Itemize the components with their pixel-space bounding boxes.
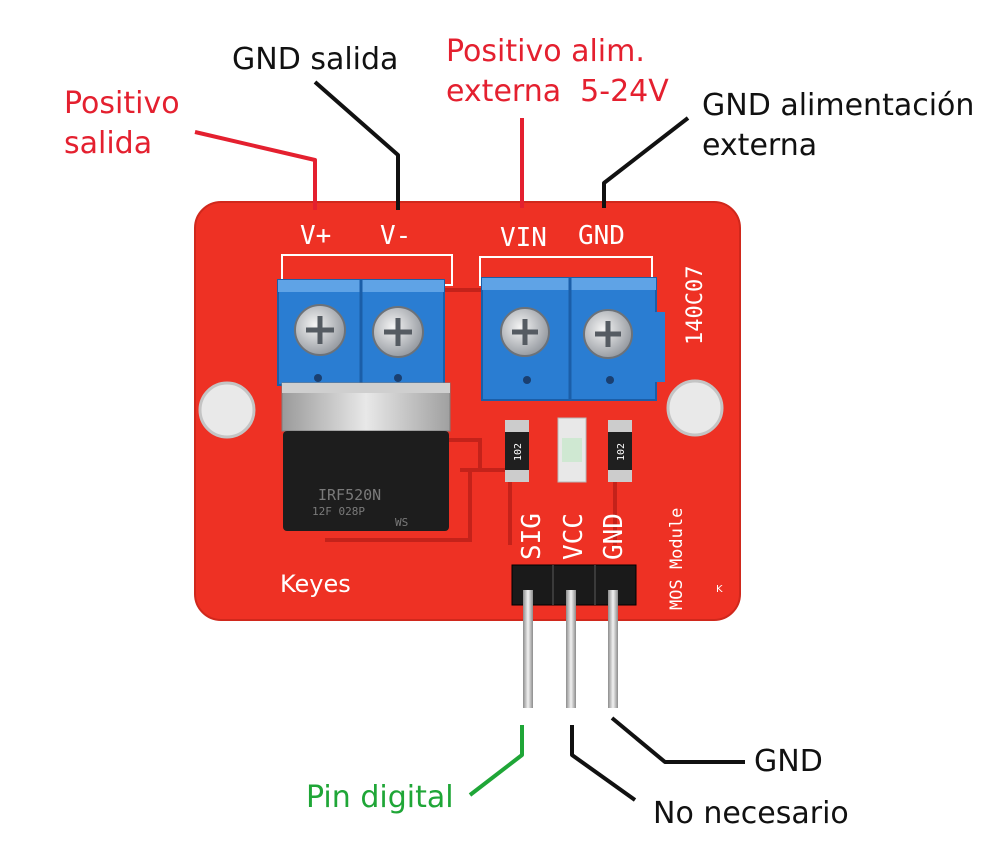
header-label-sig: SIG [517, 513, 547, 560]
resistor-right-code: 102 [616, 443, 627, 461]
callout-not-needed: No necesario [653, 794, 849, 834]
callout-positive-external-line1: Positivo alim. [446, 34, 645, 69]
leader-gnd-external [602, 116, 690, 208]
callout-positive-output-line2: salida [64, 126, 153, 161]
mounting-hole-left [198, 381, 256, 439]
module-label: MOS Module [667, 508, 687, 610]
mounting-hole-right [666, 379, 724, 437]
corner-mark: K [716, 584, 723, 595]
mosfet-transistor: IRF520N 12F 028P WS [281, 382, 451, 531]
pcb-board [194, 201, 741, 621]
pin-vcc [566, 590, 576, 708]
callout-pin-digital: Pin digital [306, 778, 454, 818]
callout-positive-output-line1: Positivo [64, 86, 180, 121]
callout-gnd-pin: GND [754, 742, 823, 782]
callout-positive-external-line2: externa 5-24V [446, 74, 669, 109]
callout-pin-digital-line1: Pin digital [306, 780, 454, 815]
pcb-traces [325, 288, 617, 545]
header-label-gnd: GND [599, 513, 629, 560]
leader-gnd-pin [610, 716, 745, 764]
chip-code: 140C07 [683, 266, 708, 345]
callout-positive-output: Positivo salida [64, 84, 180, 164]
leader-gnd-output [313, 80, 400, 210]
callout-gnd-external-line1: GND alimentación [702, 88, 975, 123]
leader-positive-output [194, 130, 317, 210]
pin-header [511, 564, 637, 708]
label-vin: VIN [500, 223, 547, 253]
smd-resistor-right: 102 [608, 420, 632, 482]
label-v-minus: V- [380, 221, 411, 251]
header-labels: SIG VCC GND [517, 513, 629, 560]
brand-label: Keyes [280, 570, 351, 598]
mosfet-text-line3: WS [395, 516, 408, 529]
callout-not-needed-line1: No necesario [653, 796, 849, 831]
pin-gnd [608, 590, 618, 708]
label-v-plus: V+ [300, 221, 331, 251]
callout-gnd-external: GND alimentación externa [702, 86, 974, 166]
leader-pin-digital [468, 725, 524, 797]
callout-positive-external: Positivo alim. externa 5-24V [446, 32, 669, 112]
callout-gnd-pin-line1: GND [754, 744, 823, 779]
mosfet-body [283, 431, 449, 531]
resistor-left-code: 102 [513, 443, 524, 461]
callout-gnd-output: GND salida [232, 40, 398, 80]
callout-gnd-output-line1: GND salida [232, 42, 399, 77]
label-gnd-terminal: GND [578, 221, 625, 251]
mosfet-text-line1: IRF520N [318, 486, 381, 504]
header-label-vcc: VCC [559, 513, 589, 560]
smd-led [557, 417, 587, 483]
terminal-block-output [277, 279, 445, 386]
smd-resistor-left: 102 [505, 420, 529, 482]
terminal-labels: V+ V- VIN GND [300, 221, 625, 253]
callout-gnd-external-line2: externa [702, 128, 818, 163]
pin-sig [523, 590, 533, 708]
leader-lines [194, 80, 745, 802]
terminal-block-input [481, 277, 665, 401]
mosfet-text-line2: 12F 028P [312, 505, 365, 518]
leader-not-needed [570, 725, 637, 802]
